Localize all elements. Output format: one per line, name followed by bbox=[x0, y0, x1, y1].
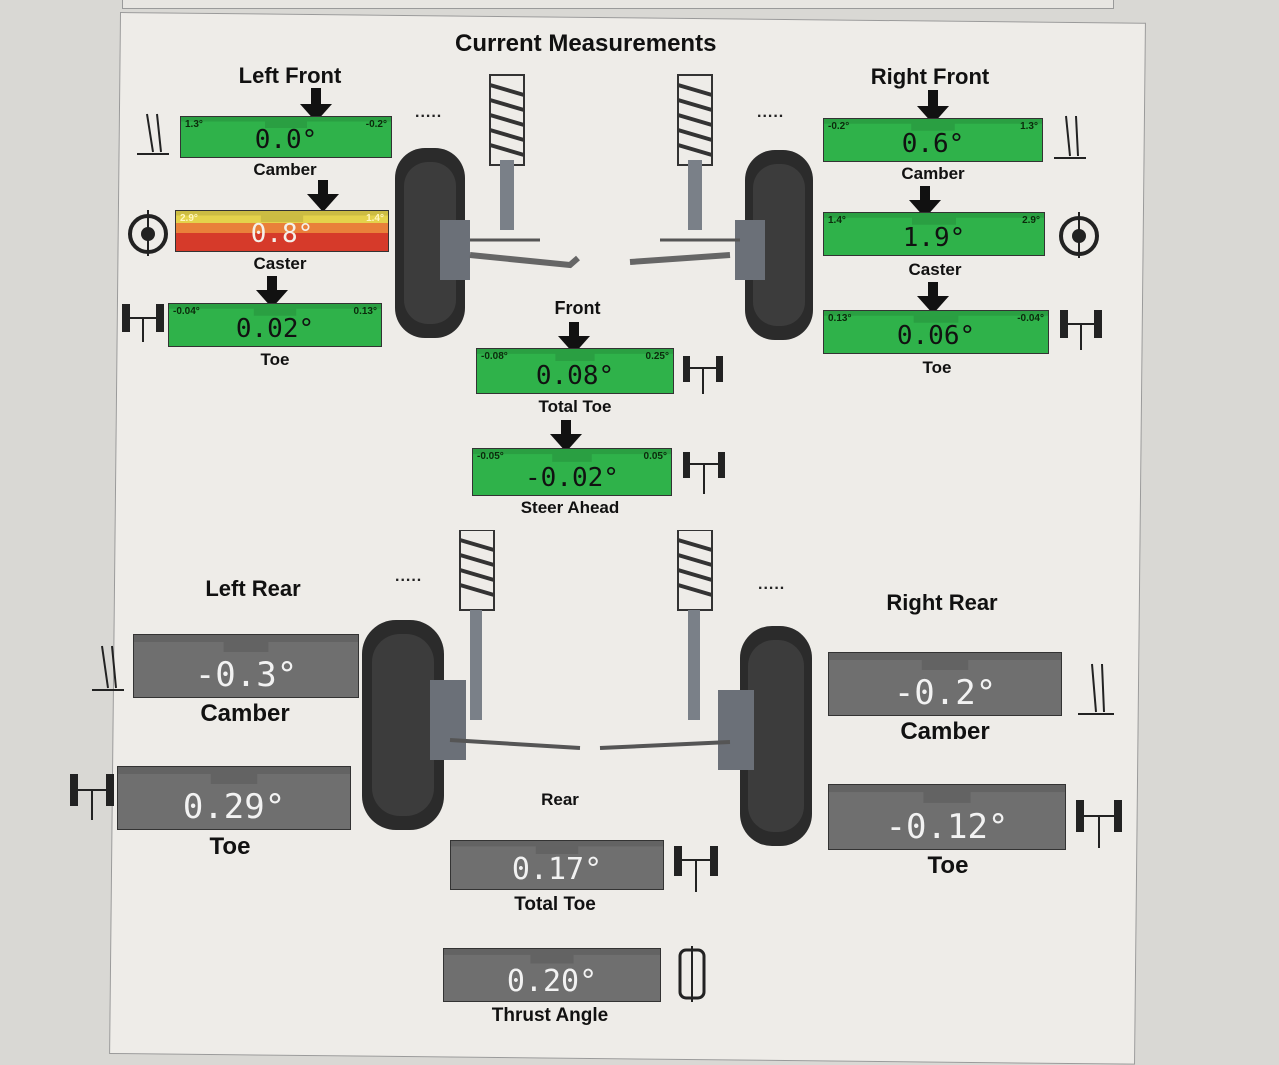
gauge-max: 0.25° bbox=[645, 351, 669, 362]
gauge-value: 0.08° bbox=[535, 361, 615, 391]
left-front-camber-gauge: 1.3° -0.2° 0.0° bbox=[180, 116, 392, 158]
gauge-notch bbox=[176, 211, 388, 223]
gauge-notch bbox=[134, 635, 358, 653]
right-front-camber-gauge: -0.2° 1.3° 0.6° bbox=[823, 118, 1043, 162]
gauge-max: -0.2° bbox=[365, 119, 387, 130]
thrust-angle-gauge: 0.20° bbox=[443, 948, 661, 1002]
thrust-angle-label: Thrust Angle bbox=[491, 1005, 609, 1026]
gauge-value: -0.2° bbox=[893, 673, 997, 713]
gauge-min: 2.9° bbox=[180, 213, 198, 224]
gauge-max: 1.4° bbox=[366, 213, 384, 224]
front-left-suspension-illustration bbox=[395, 74, 580, 338]
previous-page-edge bbox=[122, 0, 1114, 9]
gauge-value: -0.12° bbox=[885, 807, 1009, 847]
gauge-min: -0.2° bbox=[828, 121, 850, 132]
right-front-toe-gauge: 0.13° -0.04° 0.06° bbox=[823, 310, 1049, 354]
front-axle-heading: Front bbox=[554, 298, 601, 318]
gauge-value: 0.0° bbox=[254, 125, 318, 155]
rear-axle-heading: Rear bbox=[541, 790, 579, 809]
gauge-min: -0.04° bbox=[173, 306, 200, 317]
gauge-notch bbox=[824, 119, 1042, 131]
right-rear-heading: Right Rear bbox=[886, 590, 998, 615]
gauge-max: 1.3° bbox=[1020, 121, 1038, 132]
gauge-value: 0.6° bbox=[901, 129, 965, 159]
right-rear-camber-label: Camber bbox=[900, 718, 990, 745]
rear-total-toe-label: Total Toe bbox=[514, 894, 596, 915]
left-front-caster-label: Caster bbox=[253, 254, 307, 273]
gauge-notch bbox=[444, 949, 660, 964]
toe-icon bbox=[1076, 800, 1122, 848]
steer-ahead-gauge: -0.05° 0.05° -0.02° bbox=[472, 448, 672, 496]
gauge-max: 2.9° bbox=[1022, 215, 1040, 226]
left-front-toe-label: Toe bbox=[260, 350, 290, 369]
caster-icon bbox=[128, 210, 168, 256]
gauge-value: 0.20° bbox=[506, 964, 598, 999]
gauge-max: 0.05° bbox=[643, 451, 667, 462]
camber-icon bbox=[1054, 115, 1086, 159]
page-title: Current Measurements bbox=[455, 30, 717, 57]
left-front-camber-label: Camber bbox=[253, 160, 317, 179]
left-rear-toe-label: Toe bbox=[209, 833, 251, 860]
toe-icon bbox=[1060, 310, 1102, 350]
camber-icon bbox=[92, 645, 124, 691]
toe-icon bbox=[70, 774, 114, 820]
gauge-min: -0.05° bbox=[477, 451, 504, 462]
right-front-heading: Right Front bbox=[870, 64, 990, 89]
left-rear-heading: Left Rear bbox=[205, 576, 301, 601]
gauge-notch bbox=[169, 304, 381, 316]
front-total-toe-label: Total Toe bbox=[538, 397, 612, 416]
left-front-heading: Left Front bbox=[238, 63, 342, 88]
gauge-value: 0.06° bbox=[896, 321, 976, 351]
gauge-notch bbox=[829, 653, 1061, 671]
steer-ahead-icon bbox=[683, 452, 725, 494]
right-front-toe-label: Toe bbox=[922, 358, 952, 377]
camber-icon bbox=[137, 113, 169, 155]
rear-right-suspension-illustration bbox=[599, 530, 812, 846]
gauge-notch bbox=[118, 767, 350, 785]
separator-dots: ..... bbox=[757, 104, 785, 121]
front-total-toe-gauge: -0.08° 0.25° 0.08° bbox=[476, 348, 674, 394]
right-rear-toe-label: Toe bbox=[927, 852, 969, 879]
gauge-min: 0.13° bbox=[828, 313, 852, 324]
gauge-max: 0.13° bbox=[353, 306, 377, 317]
gauge-value: 0.29° bbox=[182, 787, 286, 827]
gauge-notch bbox=[181, 117, 391, 129]
left-front-toe-gauge: -0.04° 0.13° 0.02° bbox=[168, 303, 382, 347]
left-rear-toe-gauge: 0.29° bbox=[117, 766, 351, 830]
gauge-notch bbox=[824, 213, 1044, 225]
left-front-caster-gauge: 2.9° 1.4° 0.8° bbox=[175, 210, 389, 252]
right-rear-camber-gauge: -0.2° bbox=[828, 652, 1062, 716]
separator-dots: ..... bbox=[395, 568, 423, 585]
toe-icon bbox=[122, 304, 164, 342]
separator-dots: ..... bbox=[758, 576, 786, 593]
right-front-camber-label: Camber bbox=[901, 164, 965, 183]
gauge-notch bbox=[824, 311, 1048, 323]
front-right-suspension-illustration bbox=[629, 74, 813, 340]
gauge-value: -0.02° bbox=[525, 463, 619, 493]
gauge-value: 1.9° bbox=[902, 223, 966, 253]
gauge-min: -0.08° bbox=[481, 351, 508, 362]
rear-total-toe-icon bbox=[674, 846, 718, 892]
gauge-min: 1.3° bbox=[185, 119, 203, 130]
gauge-max: -0.04° bbox=[1017, 313, 1044, 324]
gauge-value: 0.17° bbox=[511, 852, 603, 887]
steer-ahead-label: Steer Ahead bbox=[520, 498, 620, 517]
separator-dots: ..... bbox=[415, 104, 443, 121]
right-rear-toe-gauge: -0.12° bbox=[828, 784, 1066, 850]
right-front-caster-label: Caster bbox=[908, 260, 962, 279]
left-rear-camber-label: Camber bbox=[200, 700, 290, 727]
total-toe-icon bbox=[683, 356, 723, 394]
left-rear-camber-gauge: -0.3° bbox=[133, 634, 359, 698]
caster-icon bbox=[1059, 212, 1099, 258]
gauge-value: -0.3° bbox=[194, 655, 298, 695]
camber-icon bbox=[1078, 663, 1114, 715]
rear-left-suspension-illustration bbox=[362, 530, 581, 830]
gauge-value: 0.8° bbox=[250, 219, 314, 249]
rear-total-toe-gauge: 0.17° bbox=[450, 840, 664, 890]
gauge-min: 1.4° bbox=[828, 215, 846, 226]
gauge-notch bbox=[829, 785, 1065, 803]
gauge-value: 0.02° bbox=[235, 314, 315, 344]
thrust-angle-icon bbox=[678, 946, 706, 1002]
right-front-caster-gauge: 1.4° 2.9° 1.9° bbox=[823, 212, 1045, 256]
